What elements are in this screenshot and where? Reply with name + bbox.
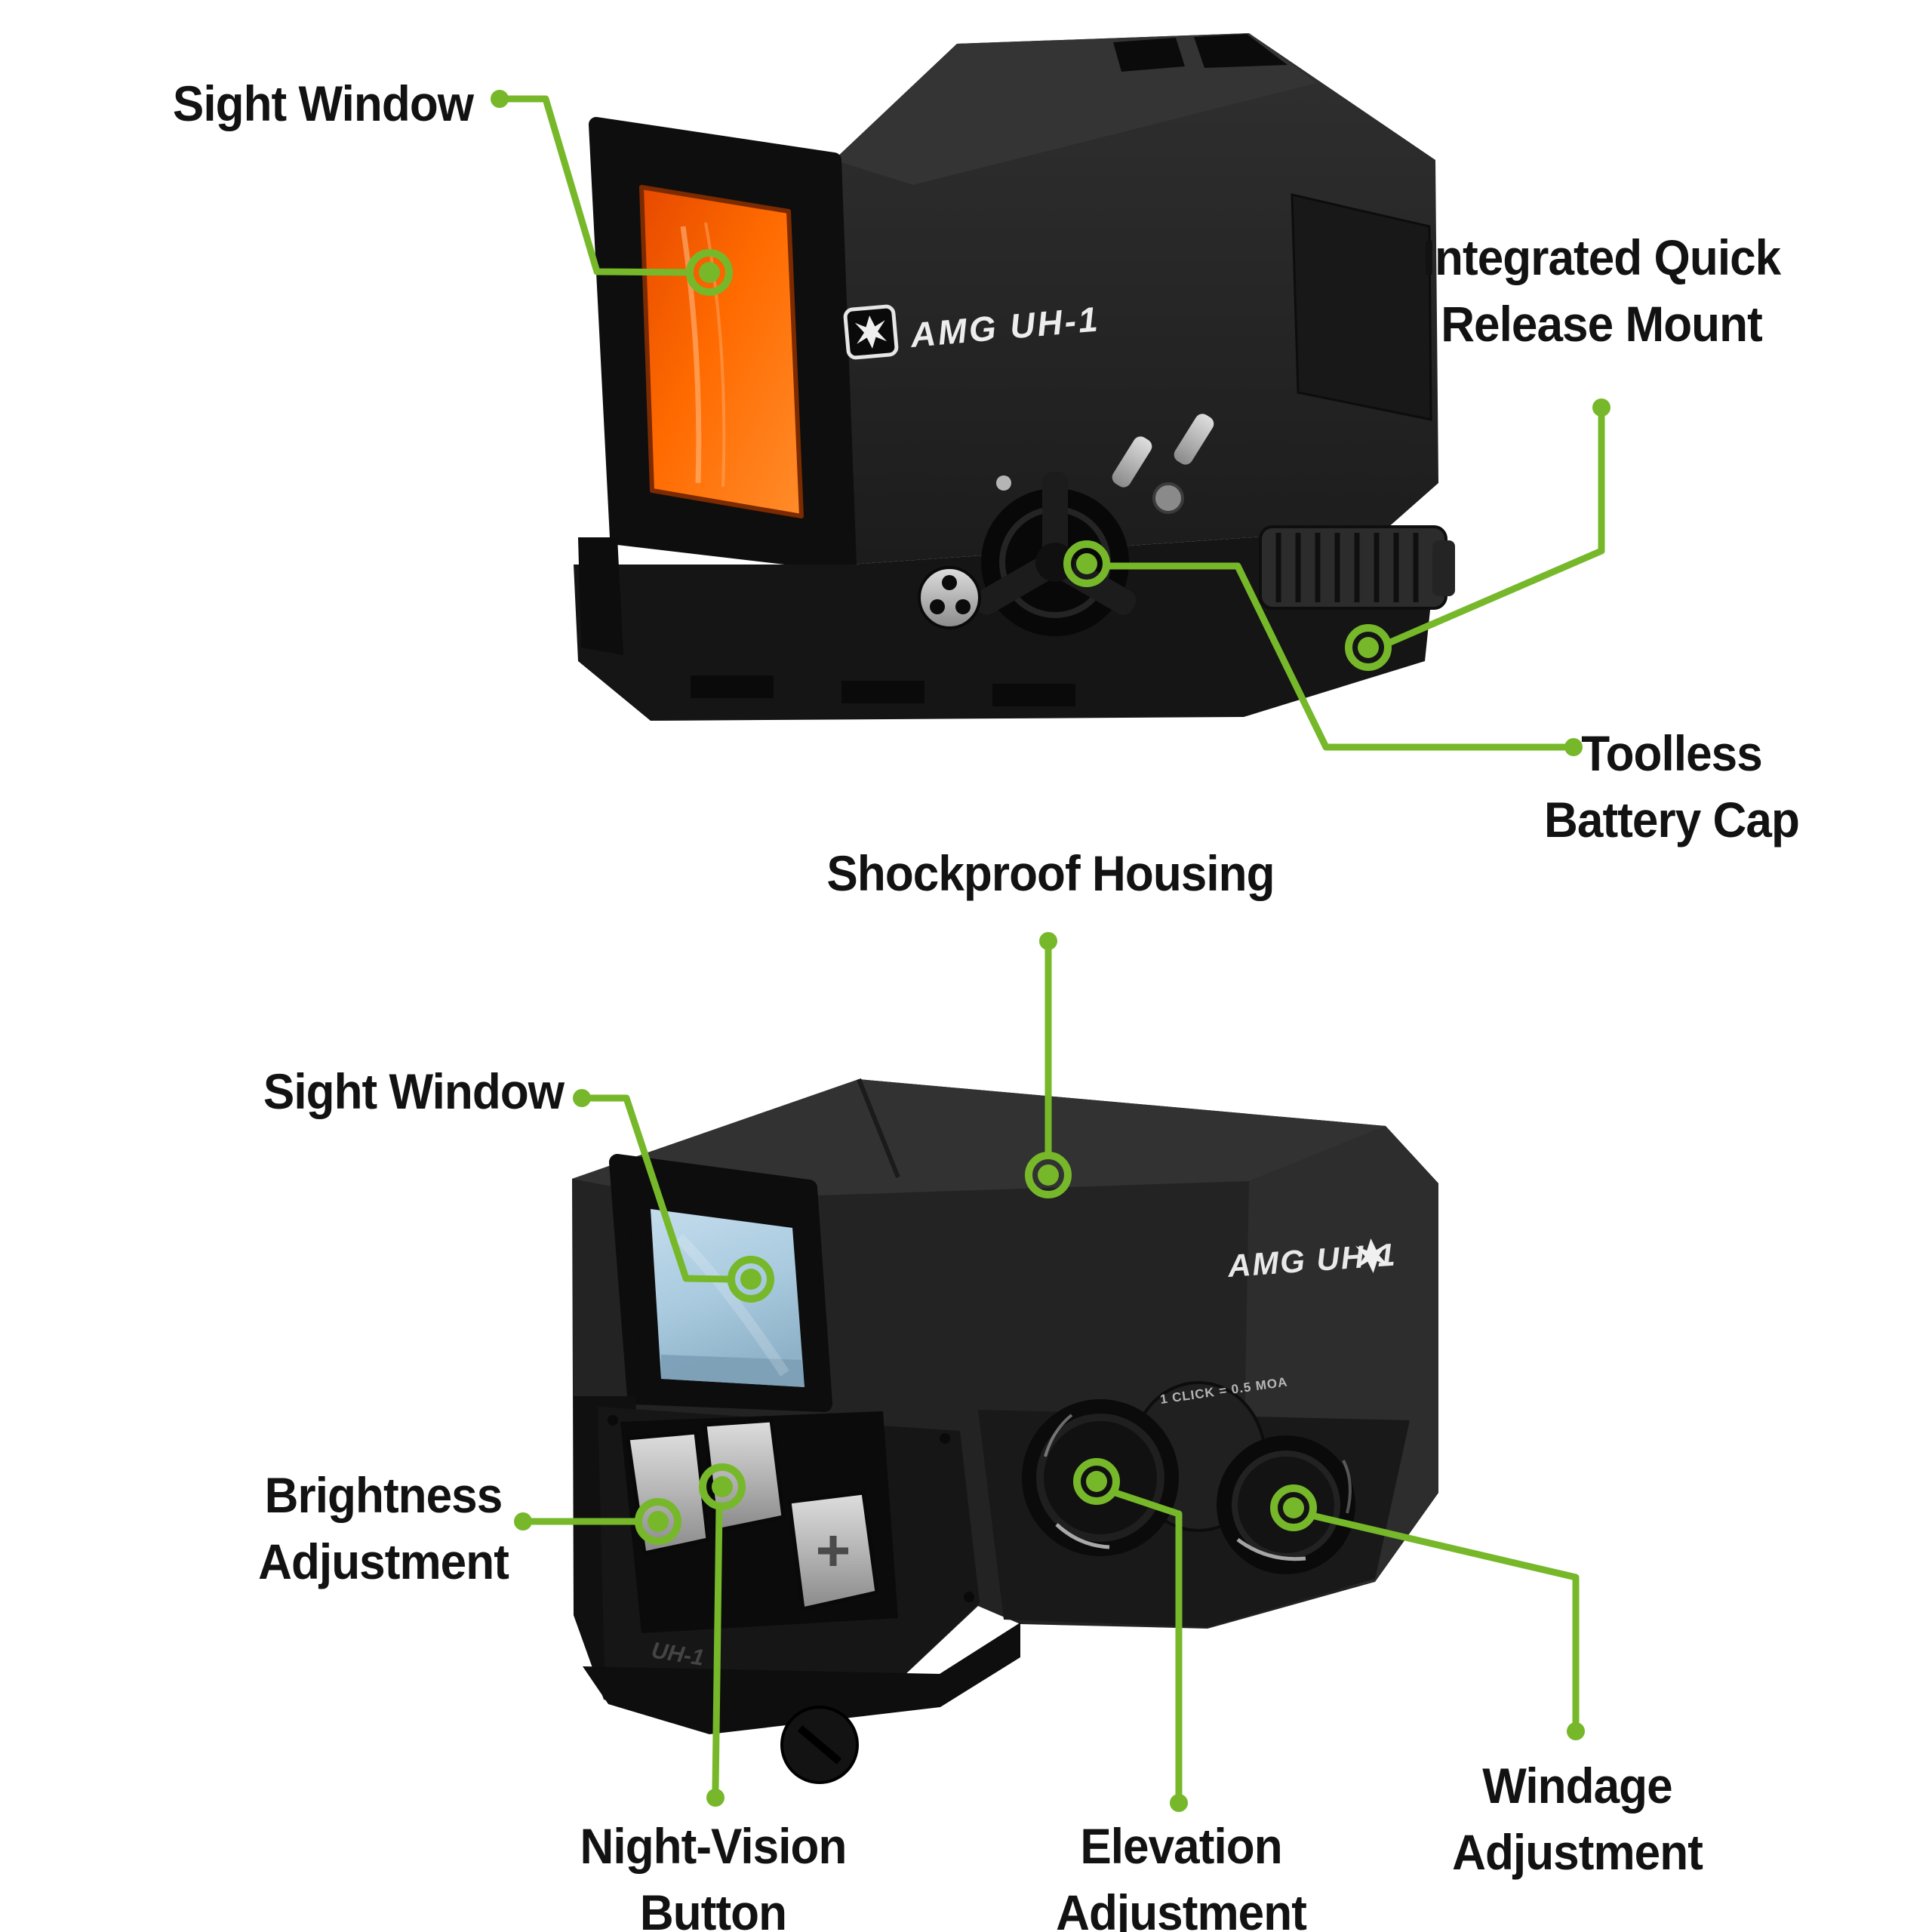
mount-base	[574, 528, 1434, 721]
callout-line-sight-window-bottom	[578, 1094, 734, 1283]
callout-dot	[706, 1789, 724, 1807]
ring-marker-battery-cap	[1063, 540, 1110, 587]
label-line: Brightness	[264, 1467, 503, 1523]
callout-line-windage-adjustment	[1308, 1512, 1580, 1726]
ring-marker-quick-release	[1345, 624, 1392, 671]
label-line: Windage	[1482, 1758, 1672, 1814]
ring-marker-elevation	[1073, 1458, 1120, 1505]
ring-marker-brightness	[635, 1498, 681, 1545]
label-line: Elevation	[1080, 1818, 1282, 1874]
brightness-down-button	[787, 1491, 879, 1611]
callout-line-sight-window-top	[496, 95, 693, 276]
callout-line-toolless-battery-cap	[1103, 562, 1568, 751]
label-line: Integrated Quick	[1422, 229, 1781, 285]
callout-dot	[573, 1089, 591, 1107]
sight-top-view-illustration: AMG UH-1	[574, 33, 1455, 721]
label-night-vision-button: Night-Vision Button	[580, 1813, 848, 1932]
label-line: Adjustment	[258, 1534, 509, 1589]
rail-slot	[841, 681, 924, 703]
window-reflection-streak	[680, 226, 702, 484]
label-brightness-adjustment: Brightness Adjustment	[258, 1462, 509, 1595]
label-line: Sight Window	[172, 75, 474, 131]
callout-dot	[1592, 398, 1611, 417]
label-line: Sight Window	[263, 1063, 565, 1119]
housing-top-notch	[1194, 34, 1287, 68]
quick-release-lever	[1259, 525, 1455, 610]
label-shockproof-housing: Shockproof Housing	[826, 840, 1275, 906]
callout-dot	[491, 90, 509, 108]
ring-marker-sight-window-top	[686, 249, 733, 296]
panel-screw	[964, 1592, 974, 1602]
housing-top-face	[834, 33, 1317, 185]
vortex-logo-icon	[843, 304, 899, 360]
rail-slot	[992, 684, 1075, 706]
ring-marker-shockproof-housing	[1025, 1152, 1072, 1198]
callout-ring-markers	[635, 249, 1392, 1545]
sight-bottom-view-illustration: UH-1 AMG UH-1 1 CLICK = 0.5 MOA	[572, 1078, 1438, 1784]
panel-screw	[608, 1415, 618, 1426]
ring-marker-sight-window-bottom	[728, 1256, 774, 1303]
ring-marker-windage	[1270, 1484, 1317, 1531]
label-toolless-battery-cap: Toolless Battery Cap	[1544, 720, 1800, 853]
label-sight-window-bottom: Sight Window	[263, 1058, 565, 1124]
ring-marker-night-vision	[699, 1463, 746, 1510]
window-reflection-streak	[675, 1234, 789, 1377]
pane-bottom-reflection	[661, 1355, 804, 1387]
housing-top-face	[572, 1079, 1386, 1200]
mount-screw-knob	[780, 1706, 859, 1784]
side-recess-panel	[1291, 193, 1432, 421]
label-line: Toolless	[1581, 725, 1762, 781]
label-sight-window-top: Sight Window	[172, 70, 474, 137]
label-windage-adjustment: Windage Adjustment	[1452, 1752, 1703, 1885]
sight-window-pane-blue	[651, 1209, 804, 1387]
callout-dot	[1170, 1794, 1188, 1812]
label-line: Button	[639, 1884, 787, 1932]
callout-dot	[514, 1512, 532, 1531]
housing-top-ridge	[857, 1078, 900, 1179]
callout-line-night-vision-button	[712, 1504, 723, 1792]
rail-slot	[691, 675, 774, 698]
label-line: Adjustment	[1056, 1884, 1307, 1932]
label-line: Battery Cap	[1544, 792, 1800, 848]
callout-dot	[1039, 932, 1057, 950]
tri-hole-disc	[918, 566, 981, 629]
mount-left-block	[578, 537, 623, 655]
callout-dot	[1567, 1722, 1585, 1740]
clamp-bolts	[1112, 414, 1214, 514]
callout-line-elevation-adjustment	[1109, 1488, 1183, 1798]
housing-top-notch	[1113, 38, 1185, 72]
label-line: Night-Vision	[580, 1818, 848, 1874]
rail-foot	[583, 1623, 1020, 1734]
callout-dot	[1564, 738, 1583, 756]
panel-screw	[940, 1433, 950, 1444]
label-line: Adjustment	[1452, 1824, 1703, 1880]
label-line: Shockproof Housing	[826, 845, 1275, 901]
label-integrated-quick-release-mount: Integrated Quick Release Mount	[1422, 224, 1781, 357]
label-line: Release Mount	[1441, 296, 1763, 352]
label-elevation-adjustment: Elevation Adjustment	[1056, 1813, 1307, 1932]
callout-line-integrated-quick-release	[1385, 413, 1605, 647]
